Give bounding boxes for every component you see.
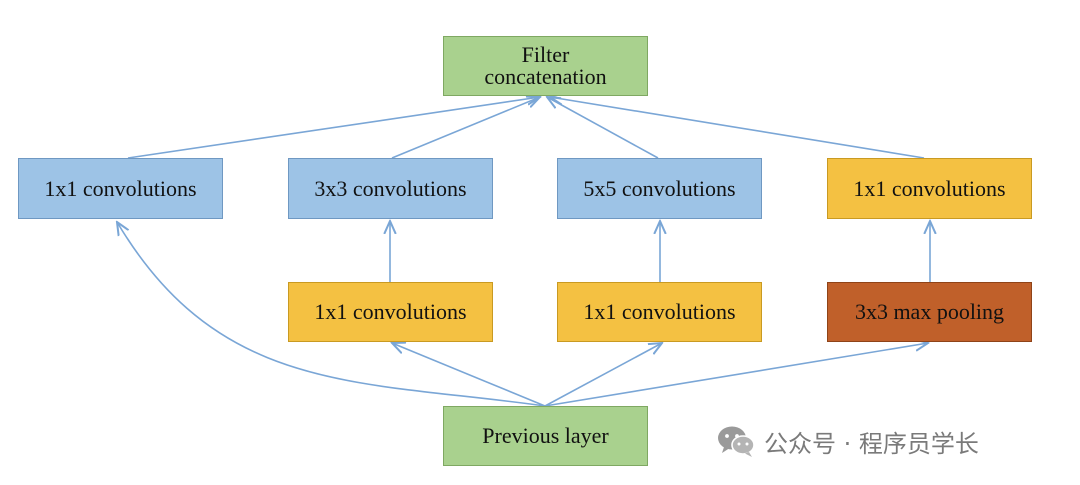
previous-layer-label: Previous layer <box>482 423 609 448</box>
max-pooling-node: 3x3 max pooling <box>827 282 1032 342</box>
previous-layer-node: Previous layer <box>443 406 648 466</box>
edge-previous-to-conv1x1c <box>544 343 662 407</box>
filter-concatenation-line2: concatenation <box>484 64 607 89</box>
conv-3x3-label: 3x3 convolutions <box>314 175 467 201</box>
conv-1x1-node-a: 1x1 convolutions <box>18 158 223 219</box>
conv-1x1-label-a: 1x1 convolutions <box>44 175 197 201</box>
edge-conv3x3-to-concat <box>391 97 540 159</box>
conv-1x1-label-c: 1x1 convolutions <box>583 299 736 324</box>
edge-conv5x5-to-concat <box>547 97 659 159</box>
conv-3x3-node: 3x3 convolutions <box>288 158 493 219</box>
conv-1x1-node-b: 1x1 convolutions <box>288 282 493 342</box>
conv-5x5-node: 5x5 convolutions <box>557 158 762 219</box>
edge-conv1x1a-to-concat <box>127 97 540 159</box>
conv-1x1-node-c: 1x1 convolutions <box>557 282 762 342</box>
wechat-icon <box>718 426 755 457</box>
filter-concatenation-node: Filter concatenation <box>443 36 648 96</box>
edge-previous-to-conv1x1b <box>392 343 546 407</box>
watermark: 公众号 · 程序员学长 <box>716 424 979 458</box>
conv-1x1-node-d: 1x1 convolutions <box>827 158 1032 219</box>
conv-5x5-label: 5x5 convolutions <box>583 175 736 201</box>
watermark-text: 公众号 · 程序员学长 <box>764 429 979 458</box>
conv-1x1-label-d: 1x1 convolutions <box>853 175 1006 201</box>
filter-concatenation-line1: Filter <box>521 42 570 67</box>
edge-previous-to-maxpool <box>544 343 928 407</box>
conv-1x1-label-b: 1x1 convolutions <box>314 299 467 324</box>
edge-conv1x1d-to-concat <box>550 97 925 159</box>
max-pooling-label: 3x3 max pooling <box>854 299 1005 324</box>
edge-previous-to-conv1x1a <box>117 222 546 407</box>
